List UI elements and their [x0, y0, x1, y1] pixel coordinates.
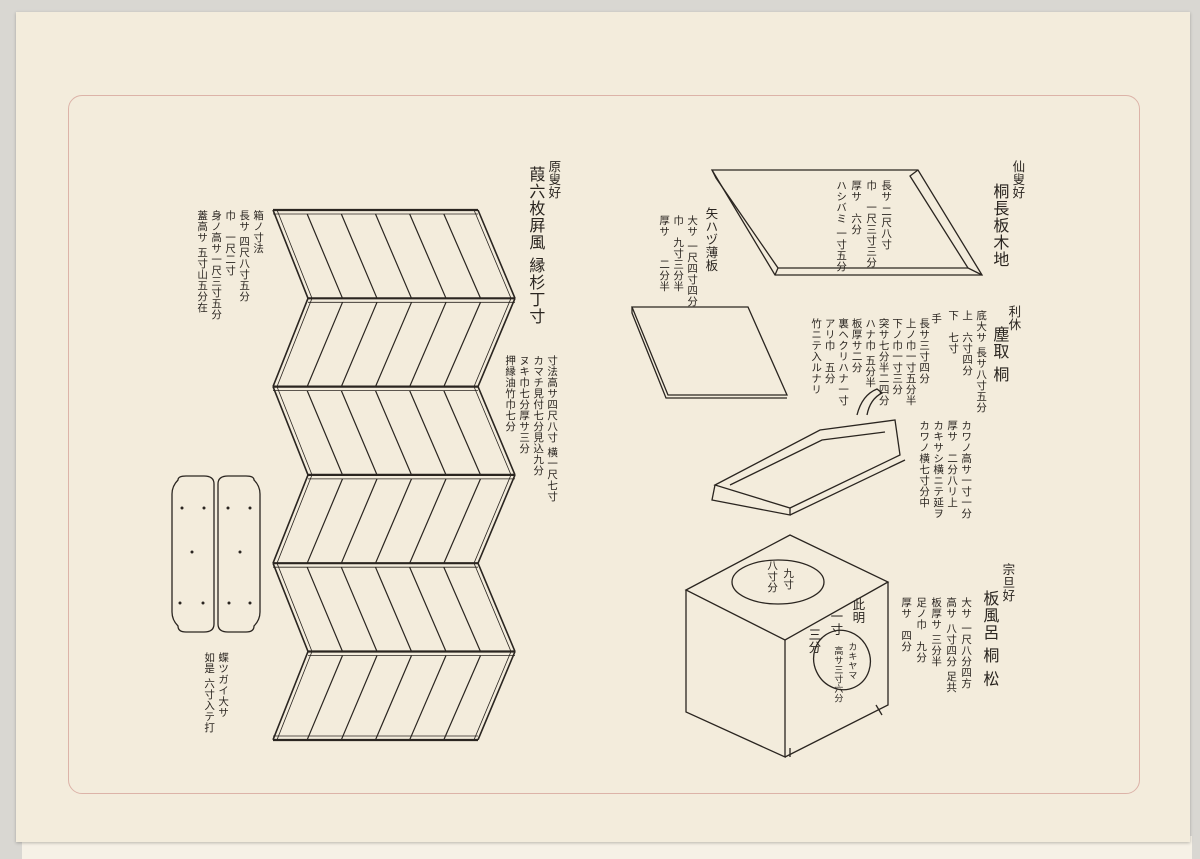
- screen-dim-1: 寸法高サ四尺八寸 横一尺七寸: [546, 355, 559, 502]
- thin-board-dim-1: 大サ 一尺四寸四分: [686, 215, 699, 307]
- dustpan-handle-dim-1: 長サ三寸四分: [918, 318, 931, 384]
- hinge-caption-1: 蝶ツガイ大サ: [217, 652, 230, 718]
- screen-box-dim-3: 巾 一尺二寸: [224, 210, 237, 276]
- long-board-drawing: [710, 169, 984, 276]
- dustpan-side-dim-3: カキサシ横ニテ延ヲ: [932, 420, 945, 519]
- screen-box-dim-4: 身ノ高サ一尺三寸五分: [210, 210, 223, 320]
- dustpan-maker: 利休: [1006, 305, 1022, 331]
- screen-title: 葭六枚屛風 縁杉丁寸: [526, 166, 546, 326]
- furo-side-note-3: 三分: [806, 628, 822, 654]
- dustpan-base-dim-2: 上 六寸四分: [961, 310, 974, 376]
- screen-dim-4: 押縁油竹巾七分: [504, 355, 517, 432]
- furo-side-note-2: 一寸: [828, 610, 844, 636]
- furo-box-drawing: [684, 534, 890, 759]
- furo-dim-2: 高サ 八寸四分 足共: [945, 597, 958, 693]
- dustpan-handle-dim-5: ハナ巾 五分半: [864, 318, 877, 388]
- six-panel-folding-screen-drawing: [272, 208, 516, 742]
- dustpan-handle-label: 手: [930, 313, 943, 324]
- dustpan-handle-dim-4: 突サ七分半二四分: [877, 318, 890, 406]
- furo-side-oval-1: カキヤマ: [846, 642, 857, 680]
- long-board-dim-3: 厚サ 六分: [850, 180, 863, 235]
- furo-dim-4: 足ノ巾 九分: [915, 597, 928, 663]
- hinge-caption-2: 如是 六寸入テ打: [203, 652, 216, 733]
- dustpan-handle-dim-7: 裏ヘクリハナ一寸: [837, 318, 850, 406]
- furo-top-oval-2: 八寸分: [766, 560, 779, 593]
- dustpan-base-dim-1: 底大サ 長サ八寸五分: [975, 310, 988, 413]
- long-board-title: 桐長板木地: [990, 183, 1010, 268]
- page-frame-border: [68, 95, 1140, 794]
- dustpan-side-dim-4: カワノ横七寸分中: [918, 420, 931, 508]
- long-board-dim-2: 巾 一尺三寸三分: [865, 180, 878, 268]
- furo-dim-5: 厚サ 四分: [900, 597, 913, 652]
- dustpan-handle-dim-6: 板厚サ二分: [850, 318, 863, 373]
- dustpan-handle-dim-2: 上ノ巾一寸五分半: [904, 318, 917, 406]
- thin-board-dim-3: 厚サ 二分半: [658, 215, 671, 292]
- long-board-dim-1: 長サ 二尺八寸: [880, 180, 893, 250]
- thin-board-drawing: [631, 306, 788, 399]
- thin-board-title: 矢ハヅ薄板: [703, 207, 719, 272]
- furo-dim-3: 板厚サ 三分半: [930, 597, 943, 667]
- dustpan-title: 塵取 桐: [990, 326, 1010, 384]
- furo-side-note-1: 此明: [850, 598, 866, 624]
- long-board-maker: 仙叟好: [1010, 160, 1026, 199]
- dustpan-drawing: [711, 388, 906, 516]
- dustpan-base-dim-3: 下 七寸: [947, 310, 960, 354]
- long-board-dim-4: ハシバミ 一寸五分: [835, 180, 848, 272]
- dustpan-handle-dim-8: アリ巾 五分: [823, 318, 836, 384]
- dustpan-side-dim-1: カワノ高サ一寸一分: [960, 420, 973, 519]
- hinge-drawing: [171, 475, 261, 633]
- dustpan-handle-dim-9: 竹ニテ入ルナリ: [810, 318, 823, 395]
- screen-box-dim-2: 長サ 四尺八寸五分: [238, 210, 251, 302]
- book-page: [16, 12, 1190, 842]
- screen-dim-3: ヌキ巾七分厚サ三分: [518, 355, 531, 454]
- dustpan-side-dim-2: 厚サ 二分八リ上: [946, 420, 959, 508]
- furo-side-oval-2: 高サ三寸六分: [832, 646, 843, 703]
- furo-dim-1: 大サ 一尺八分四方: [960, 597, 973, 689]
- furo-title: 板風呂 桐 松: [980, 590, 1000, 688]
- screen-dim-2: カマチ見付七分見込九分: [532, 355, 545, 476]
- furo-top-oval-1: 九寸: [782, 568, 795, 590]
- screen-box-dim-5: 蓋高サ 五寸山五分在: [196, 210, 209, 313]
- screen-box-dim-1: 箱ノ寸法: [252, 210, 265, 254]
- furo-maker: 宗旦好: [1000, 563, 1016, 602]
- screen-maker: 原叟好: [546, 160, 562, 199]
- dustpan-handle-dim-3: 下ノ巾一寸三分: [891, 318, 904, 395]
- thin-board-dim-2: 巾 九寸三分半: [672, 215, 685, 292]
